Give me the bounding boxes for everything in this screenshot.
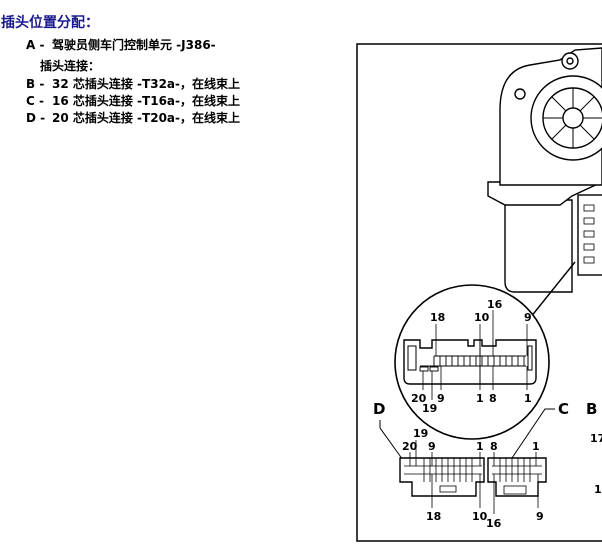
housing-base: [487, 181, 602, 206]
page-title: 插头位置分配：: [1, 15, 99, 31]
connector-d-pin-18: 18: [426, 510, 441, 523]
zoom-pin-8: 8: [489, 392, 497, 405]
connector-c-pin-9: 9: [536, 510, 544, 523]
zoom-pin-9b: 9: [437, 392, 445, 405]
item-c-text: 16 芯插头连接 -T16a-，在线束上: [52, 94, 240, 108]
connectors-subheading: 插头连接：: [40, 59, 101, 73]
screw: [514, 88, 526, 100]
item-d: D - 20 芯插头连接 -T20a-，在线束上: [26, 109, 240, 126]
item-c-key: C -: [26, 94, 44, 108]
item-a-key: A -: [26, 38, 45, 52]
connector-c-letter: C: [558, 400, 569, 418]
connector-b-pin-1: 1: [594, 483, 602, 496]
zoom-leader-lines: [422, 310, 528, 400]
zoom-pin-10: 10: [474, 311, 490, 324]
zoom-pin-20: 20: [411, 392, 427, 405]
connector-c-pin-8: 8: [490, 440, 498, 453]
zoom-pin-1b: 1: [524, 392, 532, 405]
zoom-pin-16: 16: [487, 298, 503, 311]
connector-b-pin-17: 17: [590, 432, 602, 445]
item-d-key: D -: [26, 111, 46, 125]
connector-c-pin-16: 16: [486, 517, 502, 530]
connector-c: C 8 1 16 9: [486, 400, 569, 530]
connector-d-letter: D: [373, 400, 385, 418]
item-a: A - 驾驶员侧车门控制单元 -J386-: [26, 36, 216, 53]
zoom-pin-9: 9: [524, 311, 532, 324]
zoom-callout: 18 10 16 9 20 19 9 1 8 1: [394, 261, 576, 440]
wheel-spokes: [543, 88, 602, 148]
item-b-text: 32 芯插头连接 -T32a-，在线束上: [52, 77, 240, 91]
mount-hole-inner: [566, 57, 574, 65]
control-unit-drawing: [487, 47, 602, 293]
connector-d-pin-19: 19: [413, 427, 428, 440]
connector-b: B 17 1: [586, 400, 602, 496]
connector-b-letter: B: [586, 400, 597, 418]
connector-d-pin-20: 20: [402, 440, 418, 453]
connector-c-pin-1: 1: [532, 440, 540, 453]
item-b-key: B -: [26, 77, 45, 91]
motor-body: [504, 199, 573, 293]
zoom-pin-18: 18: [430, 311, 445, 324]
item-c: C - 16 芯插头连接 -T16a-，在线束上: [26, 92, 240, 109]
zoom-pin-19: 19: [422, 402, 437, 415]
socket-slots: [583, 204, 595, 264]
item-a-text: 驾驶员侧车门控制单元 -J386-: [52, 38, 216, 52]
connector-d-pin-1: 1: [476, 440, 484, 453]
connector-d-pin-10: 10: [472, 510, 488, 523]
item-d-text: 20 芯插头连接 -T20a-，在线束上: [52, 111, 240, 125]
connector-d: D 19 20 9 1 18 10: [373, 400, 488, 523]
item-b: B - 32 芯插头连接 -T32a-，在线束上: [26, 75, 240, 92]
figure-frame: [356, 43, 602, 542]
zoom-pin-1: 1: [476, 392, 484, 405]
connector-d-pin-9: 9: [428, 440, 436, 453]
connector-c-body: [487, 457, 547, 497]
